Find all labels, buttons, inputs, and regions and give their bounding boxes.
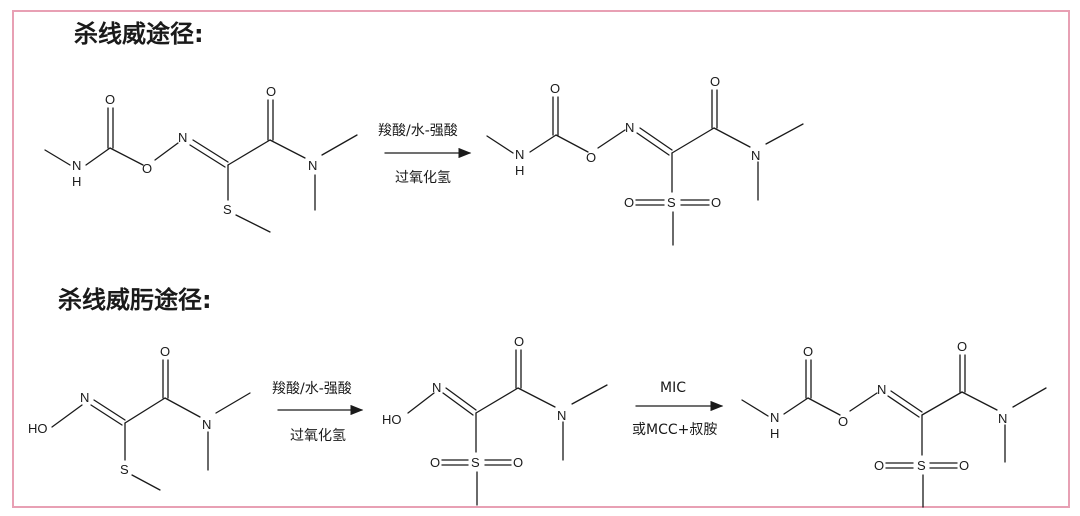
- atom-o: O: [624, 195, 634, 210]
- atom-o: O: [266, 84, 276, 99]
- atom-n: N: [515, 147, 524, 162]
- atom-n: N: [557, 408, 566, 423]
- oxamyl-oxime-structure: HO N O N S: [28, 344, 251, 491]
- condition-top: MIC: [660, 380, 686, 396]
- atom-n: N: [432, 380, 441, 395]
- condition-bottom: 或MCC+叔胺: [632, 422, 717, 438]
- oxidation-arrow-1: 羧酸/水-强酸 过氧化氢: [378, 123, 472, 186]
- diagram-frame: [12, 10, 1070, 508]
- atom-o: O: [160, 344, 170, 359]
- atom-n: N: [770, 410, 779, 425]
- atom-o: O: [803, 344, 813, 359]
- atom-h: H: [770, 426, 779, 441]
- route1-heading: 杀线威途径:: [74, 20, 204, 48]
- carbamoylation-arrow: MIC 或MCC+叔胺: [632, 380, 724, 438]
- route2-heading: 杀线威肟途径:: [58, 286, 212, 314]
- atom-n: N: [72, 158, 81, 173]
- atom-o: O: [586, 150, 596, 165]
- oxidation-arrow-2: 羧酸/水-强酸 过氧化氢: [272, 381, 364, 444]
- atom-o: O: [430, 455, 440, 470]
- atom-o: O: [105, 92, 115, 107]
- atom-n: N: [202, 417, 211, 432]
- atom-s: S: [917, 458, 926, 473]
- atom-s: S: [667, 195, 676, 210]
- atom-o: O: [957, 339, 967, 354]
- atom-o: O: [959, 458, 969, 473]
- atom-h: H: [515, 163, 524, 178]
- atom-n: N: [308, 158, 317, 173]
- oxamyl-sulfone-structure: N H O O N O N O S O: [486, 74, 804, 246]
- atom-n: N: [877, 382, 886, 397]
- atom-o: O: [142, 161, 152, 176]
- condition-top: 羧酸/水-强酸: [272, 381, 352, 397]
- atom-n: N: [998, 411, 1007, 426]
- oxamyl-structure: N H O O N O N S: [44, 84, 358, 233]
- atom-o: O: [550, 81, 560, 96]
- atom-n: N: [178, 130, 187, 145]
- atom-ho: HO: [28, 421, 48, 436]
- oxamyl-oxime-sulfone-structure: HO N O N O S O: [382, 334, 608, 506]
- atom-ho: HO: [382, 412, 402, 427]
- atom-o: O: [710, 74, 720, 89]
- atom-o: O: [874, 458, 884, 473]
- condition-bottom: 过氧化氢: [395, 170, 451, 186]
- atom-o: O: [513, 455, 523, 470]
- atom-n: N: [625, 120, 634, 135]
- atom-n: N: [751, 148, 760, 163]
- atom-s: S: [223, 202, 232, 217]
- condition-top: 羧酸/水-强酸: [378, 123, 458, 139]
- atom-h: H: [72, 174, 81, 189]
- atom-o: O: [711, 195, 721, 210]
- condition-bottom: 过氧化氢: [290, 428, 346, 444]
- atom-o: O: [838, 414, 848, 429]
- atom-s: S: [471, 455, 480, 470]
- atom-s: S: [120, 462, 129, 477]
- atom-o: O: [514, 334, 524, 349]
- oxamyl-sulfone-final-structure: N H O O N O N O S O: [741, 339, 1047, 508]
- atom-n: N: [80, 390, 89, 405]
